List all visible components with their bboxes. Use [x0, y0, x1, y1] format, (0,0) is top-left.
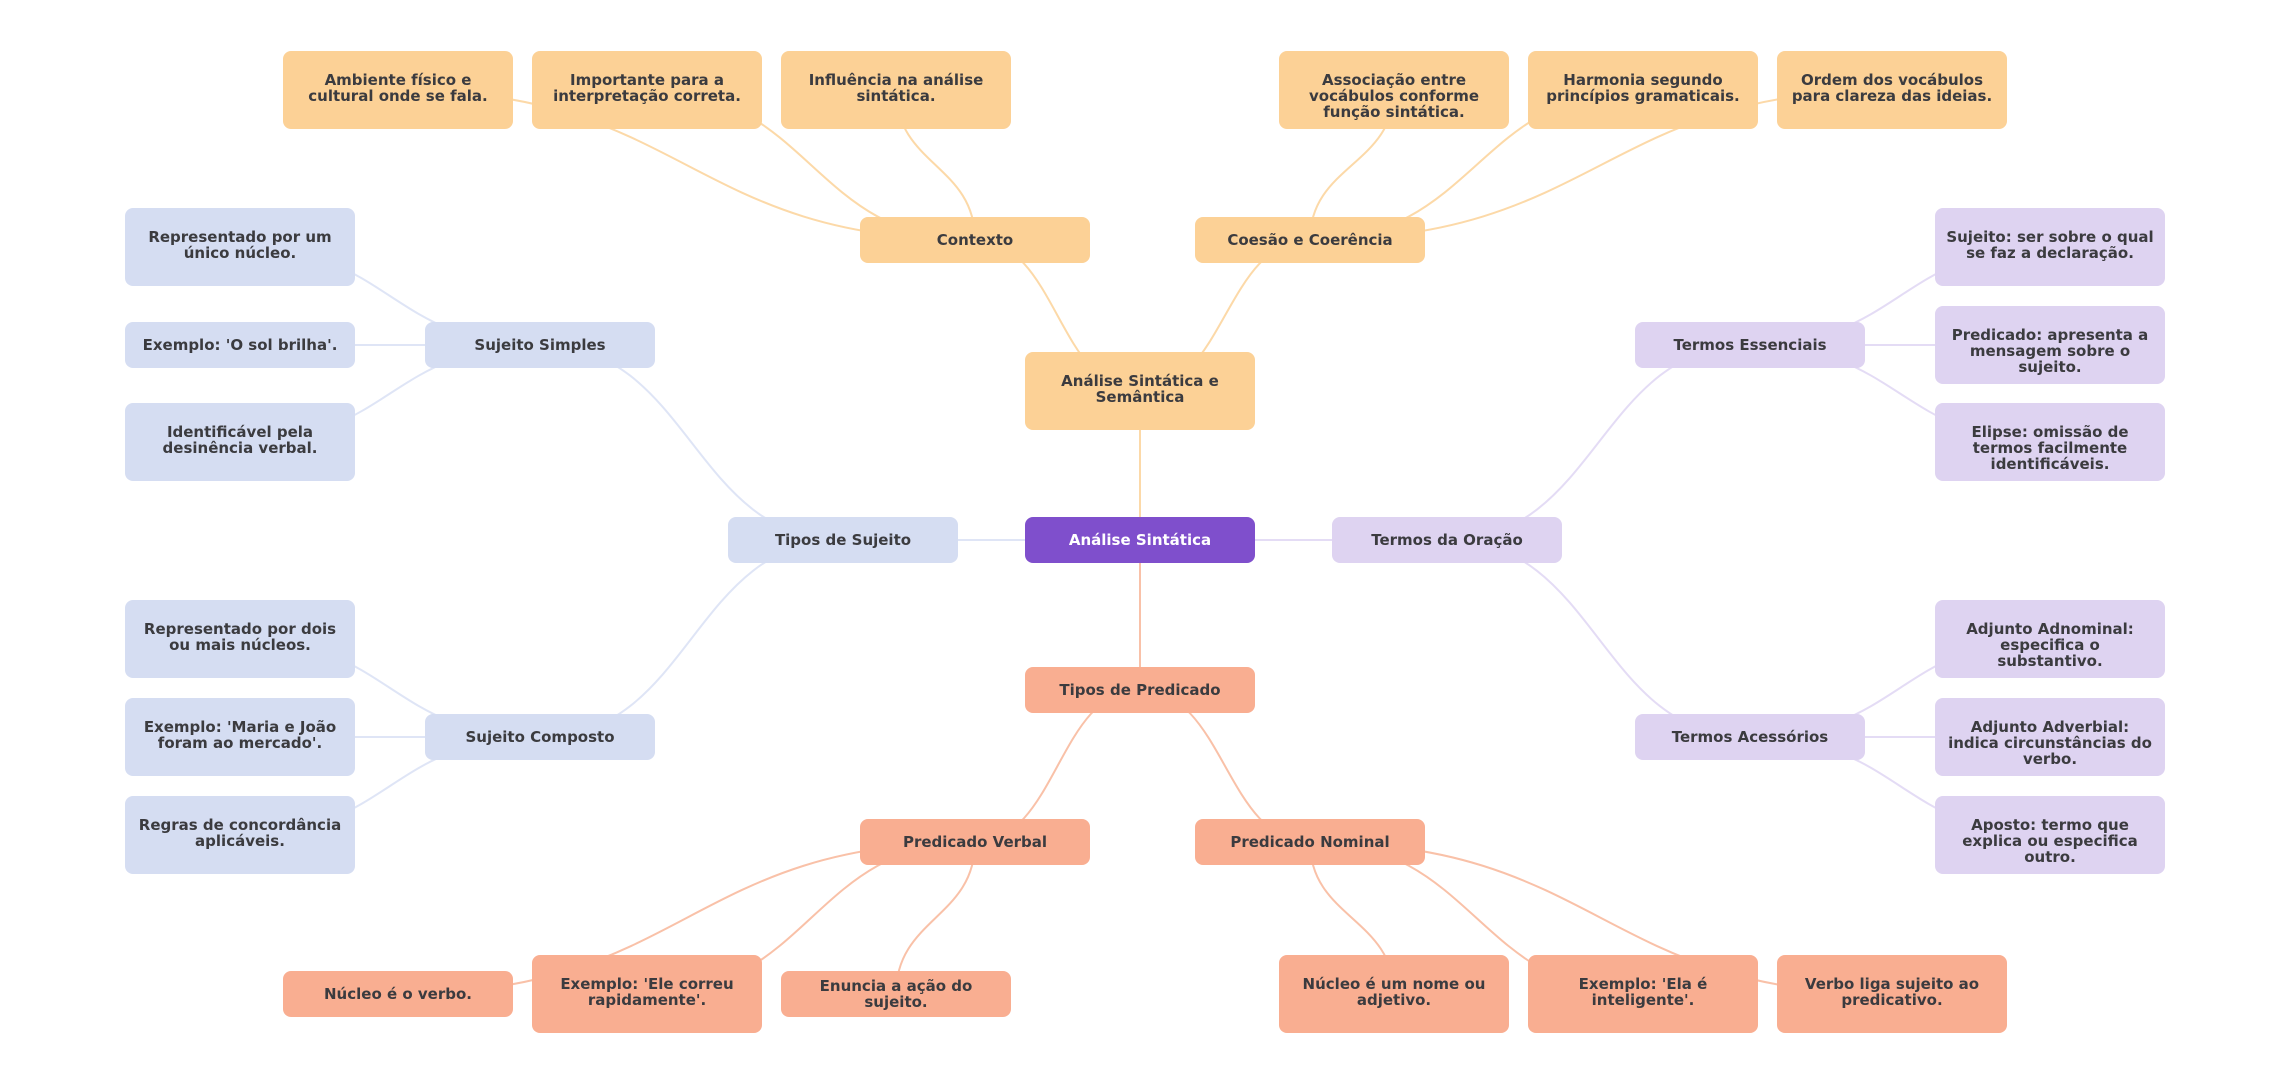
node-tipos-de-sujeito[interactable]: Tipos de Sujeito	[728, 517, 958, 563]
leaf-nominal-nucleo[interactable]: Núcleo é um nome ou adjetivo.	[1279, 955, 1509, 1033]
leaf-essenciais-sujeito[interactable]: Sujeito: ser sobre o qual se faz a decla…	[1935, 208, 2165, 286]
node-label: Termos Acessórios	[1671, 728, 1829, 746]
root-node[interactable]: Análise Sintática	[1025, 517, 1255, 563]
node-predicado-nominal[interactable]: Predicado Nominal	[1195, 819, 1425, 865]
node-label: Termos da Oração	[1371, 531, 1523, 549]
node-label: Exemplo: 'Maria e João foram ao mercado'…	[143, 718, 337, 752]
node-label: Exemplo: 'Ele correu rapidamente'.	[560, 975, 734, 1009]
node-label: Adjunto Adverbial: indica circunstâncias…	[1948, 718, 2152, 768]
node-label: Sujeito Simples	[474, 336, 606, 354]
leaf-aposto[interactable]: Aposto: termo que explica ou especifica …	[1935, 796, 2165, 874]
leaf-harmonia[interactable]: Harmonia segundo princípios gramaticais.	[1528, 51, 1758, 129]
leaf-adjunto-adverbial[interactable]: Adjunto Adverbial: indica circunstâncias…	[1935, 698, 2165, 776]
leaf-composto-nucleos[interactable]: Representado por dois ou mais núcleos.	[125, 600, 355, 678]
node-predicado-verbal[interactable]: Predicado Verbal	[860, 819, 1090, 865]
node-label: Elipse: omissão de termos facilmente ide…	[1971, 423, 2129, 473]
node-label: Sujeito: ser sobre o qual se faz a decla…	[1946, 228, 2154, 262]
node-analise-sintatica-semantica[interactable]: Análise Sintática e Semântica	[1025, 352, 1255, 430]
edge-tipos_sujeito-to-sujeito_simples	[539, 344, 844, 541]
node-label: Tipos de Predicado	[1059, 681, 1221, 699]
leaf-composto-regras[interactable]: Regras de concordância aplicáveis.	[125, 796, 355, 874]
node-label: Predicado Nominal	[1230, 833, 1390, 851]
node-label: Análise Sintática	[1068, 531, 1212, 549]
node-label: Identificável pela desinência verbal.	[162, 423, 318, 457]
node-label: Exemplo: 'Ela é inteligente'.	[1578, 975, 1708, 1009]
node-label: Ambiente físico e cultural onde se fala.	[308, 71, 488, 105]
node-label: Ordem dos vocábulos para clareza das ide…	[1791, 71, 1993, 105]
node-sujeito-composto[interactable]: Sujeito Composto	[425, 714, 655, 760]
leaf-composto-exemplo[interactable]: Exemplo: 'Maria e João foram ao mercado'…	[125, 698, 355, 776]
node-contexto[interactable]: Contexto	[860, 217, 1090, 263]
node-label: Adjunto Adnominal: especifica o substant…	[1966, 620, 2134, 670]
node-label: Influência na análise sintática.	[808, 71, 984, 105]
node-label: Núcleo é um nome ou adjetivo.	[1302, 975, 1486, 1009]
leaf-adjunto-adnominal[interactable]: Adjunto Adnominal: especifica o substant…	[1935, 600, 2165, 678]
node-label: Termos Essenciais	[1673, 336, 1827, 354]
node-label: Sujeito Composto	[465, 728, 615, 746]
node-label: Aposto: termo que explica ou especifica …	[1962, 816, 2138, 866]
leaf-verbal-enuncia[interactable]: Enuncia a ação do sujeito.	[781, 971, 1011, 1017]
node-label: Coesão e Coerência	[1227, 231, 1393, 249]
node-termos-acessorios[interactable]: Termos Acessórios	[1635, 714, 1865, 760]
leaf-simples-desinencia[interactable]: Identificável pela desinência verbal.	[125, 403, 355, 481]
node-sujeito-simples[interactable]: Sujeito Simples	[425, 322, 655, 368]
node-tipos-de-predicado[interactable]: Tipos de Predicado	[1025, 667, 1255, 713]
node-label: Regras de concordância aplicáveis.	[138, 816, 342, 850]
leaf-essenciais-predicado[interactable]: Predicado: apresenta a mensagem sobre o …	[1935, 306, 2165, 384]
leaf-influencia[interactable]: Influência na análise sintática.	[781, 51, 1011, 129]
node-label: Representado por dois ou mais núcleos.	[143, 620, 337, 654]
leaf-associacao[interactable]: Associação entre vocábulos conforme funç…	[1279, 51, 1509, 129]
node-label: Representado por um único núcleo.	[148, 228, 332, 262]
leaf-verbal-exemplo[interactable]: Exemplo: 'Ele correu rapidamente'.	[532, 955, 762, 1033]
leaf-simples-nucleo[interactable]: Representado por um único núcleo.	[125, 208, 355, 286]
node-termos-da-oracao[interactable]: Termos da Oração	[1332, 517, 1562, 563]
node-label: Importante para a interpretação correta.	[553, 71, 741, 105]
node-label: Contexto	[936, 231, 1014, 249]
node-label: Predicado: apresenta a mensagem sobre o …	[1951, 326, 2149, 376]
node-label: Enuncia a ação do sujeito.	[819, 977, 973, 1011]
node-label: Exemplo: 'O sol brilha'.	[142, 336, 338, 354]
leaf-ambiente[interactable]: Ambiente físico e cultural onde se fala.	[283, 51, 513, 129]
edge-termos_oracao-to-termos_essenciais	[1446, 344, 1751, 541]
node-label: Núcleo é o verbo.	[324, 985, 472, 1003]
node-coesao-coerencia[interactable]: Coesão e Coerência	[1195, 217, 1425, 263]
leaf-essenciais-elipse[interactable]: Elipse: omissão de termos facilmente ide…	[1935, 403, 2165, 481]
leaf-nominal-verbo-liga[interactable]: Verbo liga sujeito ao predicativo.	[1777, 955, 2007, 1033]
node-label: Análise Sintática e Semântica	[1061, 372, 1219, 406]
edge-predicado_verbal-to-verbal_enuncia	[895, 841, 976, 995]
node-label: Associação entre vocábulos conforme funç…	[1308, 71, 1480, 121]
node-label: Predicado Verbal	[902, 833, 1048, 851]
leaf-ordem[interactable]: Ordem dos vocábulos para clareza das ide…	[1777, 51, 2007, 129]
leaf-nominal-exemplo[interactable]: Exemplo: 'Ela é inteligente'.	[1528, 955, 1758, 1033]
node-label: Harmonia segundo princípios gramaticais.	[1546, 71, 1740, 105]
node-termos-essenciais[interactable]: Termos Essenciais	[1635, 322, 1865, 368]
leaf-importante[interactable]: Importante para a interpretação correta.	[532, 51, 762, 129]
edge-tipos_sujeito-to-sujeito_composto	[539, 539, 844, 738]
edge-termos_oracao-to-termos_acessorios	[1446, 539, 1751, 738]
node-label: Verbo liga sujeito ao predicativo.	[1804, 975, 1980, 1009]
leaf-verbal-nucleo[interactable]: Núcleo é o verbo.	[283, 971, 513, 1017]
leaf-simples-exemplo[interactable]: Exemplo: 'O sol brilha'.	[125, 322, 355, 368]
node-label: Tipos de Sujeito	[774, 531, 912, 549]
